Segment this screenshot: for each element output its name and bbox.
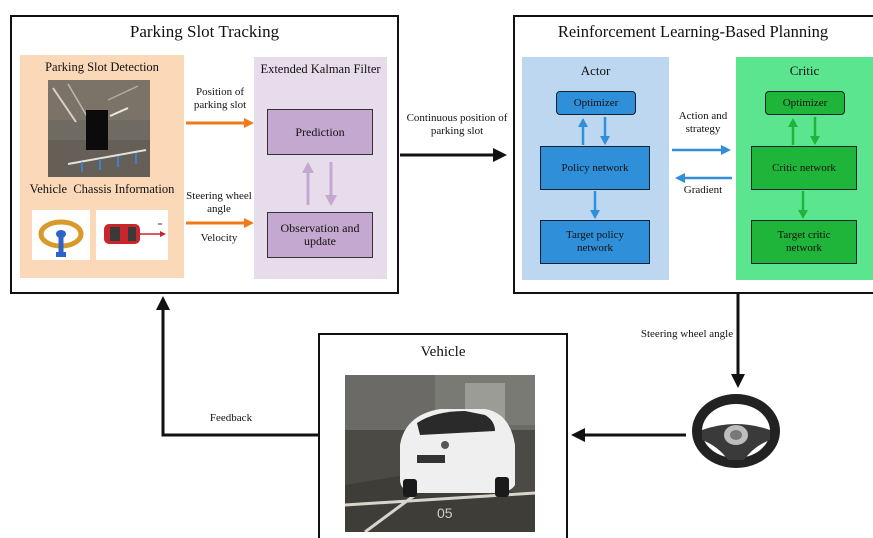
action-and-strategy-label: Action and strategy xyxy=(678,110,728,135)
parking-slot-tracking-title: Parking Slot Tracking xyxy=(129,22,280,41)
vehicle-chassis-information-label: Vehicle Chassis Information xyxy=(29,182,175,196)
continuous-position-arrow xyxy=(400,148,507,162)
vehicle-photo: 05 xyxy=(345,375,535,532)
steering-output-arrow xyxy=(731,294,745,388)
large-steering-wheel-icon xyxy=(692,394,780,468)
position-of-parking-slot-label: Position of parking slot xyxy=(193,86,247,111)
feedback-label: Feedback xyxy=(209,412,253,424)
actor-optimizer-box: Optimizer xyxy=(556,91,636,115)
critic-network-box: Critic network xyxy=(751,146,857,190)
car-top-view-icon xyxy=(104,223,166,244)
velocity-label: Velocity xyxy=(200,232,238,244)
vehicle-title: Vehicle xyxy=(420,344,466,360)
wheel-to-vehicle-arrow xyxy=(571,428,686,442)
prediction-box: Prediction xyxy=(267,109,373,155)
ekf-title: Extended Kalman Filter xyxy=(260,62,381,76)
actor-title: Actor xyxy=(580,63,611,78)
critic-optimizer-box: Optimizer xyxy=(765,91,845,115)
steering-wheel-image xyxy=(32,210,90,260)
rl-planning-title: Reinforcement Learning-Based Planning xyxy=(557,22,829,41)
target-critic-network-box: Target critic network xyxy=(751,220,857,264)
steering-wheel-angle-label: Steering wheel angle xyxy=(186,190,252,215)
car-top-view-image xyxy=(96,210,168,260)
observation-update-box: Observation and update xyxy=(267,212,373,258)
gradient-label: Gradient xyxy=(683,184,723,196)
steering-wheel-icon xyxy=(38,219,84,257)
parking-slot-number: 05 xyxy=(437,505,453,521)
critic-title: Critic xyxy=(789,63,820,78)
parking-slot-aerial-image xyxy=(48,80,150,177)
continuous-position-label: Continuous position of parking slot xyxy=(406,112,508,137)
policy-network-box: Policy network xyxy=(540,146,650,190)
steering-output-label: Steering wheel angle xyxy=(640,328,734,340)
parking-slot-detection-label: Parking Slot Detection xyxy=(45,60,159,74)
target-policy-network-box: Target policy network xyxy=(540,220,650,264)
